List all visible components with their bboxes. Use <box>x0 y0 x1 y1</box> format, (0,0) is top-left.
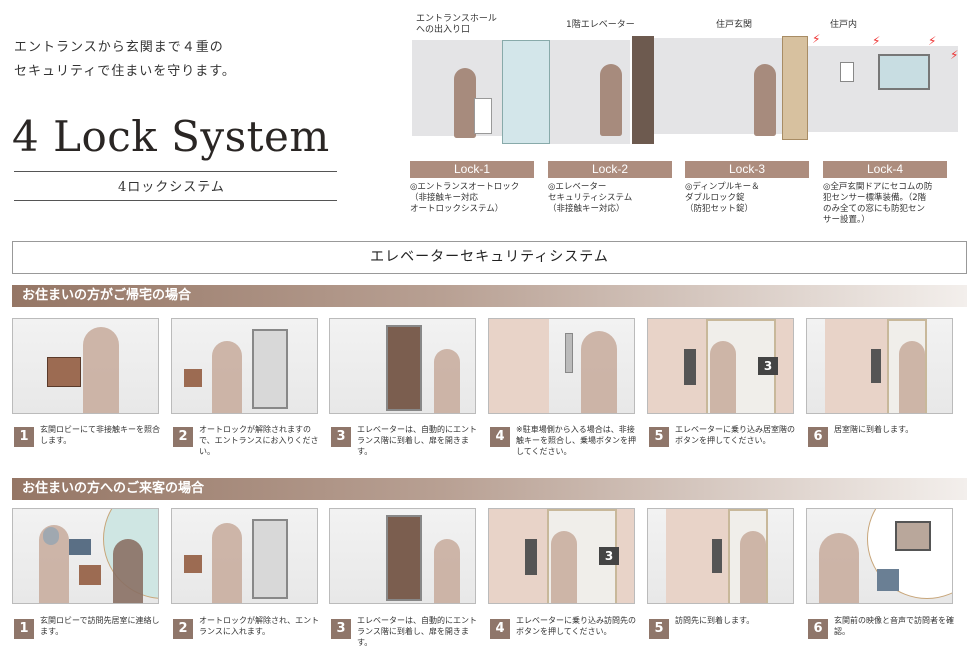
step-image <box>806 318 953 414</box>
step-image: 3 <box>647 318 794 414</box>
step-image <box>12 318 159 414</box>
lock-1-badge: Lock-1 <box>410 161 534 178</box>
title-divider-bottom <box>14 200 337 201</box>
location-label-elevator: 1階エレベーター <box>566 20 635 30</box>
lock-4-note: ◎全戸玄関ドアにセコムの防 犯センサー標準装備。（2階 のみ全ての窓にも防犯セン… <box>823 182 933 225</box>
alarm-icon: ⚡ <box>928 34 937 48</box>
front-door <box>782 36 808 140</box>
step-number: 2 <box>173 427 193 447</box>
intro-line-1: エントランスから玄関まで４重の <box>14 40 224 55</box>
step-number: 6 <box>808 427 828 447</box>
step-number: 3 <box>331 427 351 447</box>
intercom-stand <box>474 98 492 134</box>
step-text: 玄関ロビーで訪問先居室に連絡します。 <box>40 616 160 636</box>
step-image <box>329 508 476 604</box>
floor-indicator: 3 <box>599 547 619 565</box>
lock-3-note: ◎ディンプルキー＆ ダブルロック錠 （防犯セット錠） <box>685 182 760 214</box>
system-title: エレベーターセキュリティシステム <box>12 241 967 274</box>
page-subtitle: 4ロックシステム <box>118 180 225 195</box>
step-image <box>171 318 318 414</box>
step-text: 訪問先に到着します。 <box>675 616 755 625</box>
step-number: 3 <box>331 619 351 639</box>
alarm-icon: ⚡ <box>950 48 959 62</box>
page-title: 4 Lock System <box>12 112 330 161</box>
section-header-visitor: お住まいの方へのご来客の場合 <box>12 478 967 500</box>
lock-diagram: エントランスホール への出入り口 1階エレベーター 住戸玄関 住戸内 ⚡ ⚡ ⚡… <box>410 8 970 240</box>
step-text: オートロックが解除され、エントランスに入れます。 <box>199 616 320 636</box>
elevator-door <box>632 36 654 144</box>
person-silhouette-1 <box>454 68 476 138</box>
step-number: 1 <box>14 427 34 447</box>
window <box>878 54 930 90</box>
step-text: オートロックが解除されますので、エントランスにお入りください。 <box>199 425 319 456</box>
person-silhouette-2 <box>600 64 622 136</box>
glass-door <box>502 40 550 144</box>
step-text: エレベーターは、自動的にエントランス階に到着し、扉を開きます。 <box>357 616 477 647</box>
step-text: 玄関前の映像と音声で訪問者を確認。 <box>834 616 954 636</box>
location-label-indoor: 住戸内 <box>830 20 858 30</box>
step-image: 3 <box>488 508 635 604</box>
person-silhouette-3 <box>754 64 776 136</box>
security-panel-icon <box>840 62 854 82</box>
step-number: 4 <box>490 427 510 447</box>
alarm-icon: ⚡ <box>872 34 881 48</box>
step-text: 玄関ロビーにて非接触キーを照合します。 <box>40 425 160 445</box>
step-text: エレベーターは、自動的にエントランス階に到着し、扉を開きます。 <box>357 425 477 456</box>
title-divider-top <box>14 171 337 172</box>
lock-2-note: ◎エレベーター セキュリティシステム （非接触キー対応） <box>548 182 633 214</box>
lock-1-note: ◎エントランスオートロック （非接触キー対応 オートロックシステム） <box>410 182 520 214</box>
step-number: 5 <box>649 427 669 447</box>
step-number: 2 <box>173 619 193 639</box>
intro-line-2: セキュリティで住まいを守ります。 <box>14 64 236 79</box>
step-image <box>806 508 953 604</box>
step-image <box>12 508 159 604</box>
step-text: ※駐車場側から入る場合は、非接触キーを照合し、乗場ボタンを押してください。 <box>516 425 636 456</box>
step-text: エレベーターに乗り込み訪問先のボタンを押してください。 <box>516 616 636 636</box>
step-image <box>329 318 476 414</box>
lock-4-badge: Lock-4 <box>823 161 947 178</box>
step-number: 6 <box>808 619 828 639</box>
step-image <box>171 508 318 604</box>
location-label-entrance: エントランスホール への出入り口 <box>416 14 497 35</box>
lock-2-badge: Lock-2 <box>548 161 672 178</box>
lock-3-badge: Lock-3 <box>685 161 809 178</box>
step-text: エレベーターに乗り込み居室階のボタンを押してください。 <box>675 425 795 445</box>
floor-indicator: 3 <box>758 357 778 375</box>
step-number: 4 <box>490 619 510 639</box>
section-header-resident: お住まいの方がご帰宅の場合 <box>12 285 967 307</box>
step-number: 5 <box>649 619 669 639</box>
step-image <box>488 318 635 414</box>
step-image <box>647 508 794 604</box>
intro-text: エントランスから玄関まで４重の セキュリティで住まいを守ります。 <box>14 36 236 84</box>
alarm-icon: ⚡ <box>812 32 821 46</box>
step-number: 1 <box>14 619 34 639</box>
step-text: 居室階に到着します。 <box>834 425 914 434</box>
location-label-front-door: 住戸玄関 <box>716 20 753 30</box>
